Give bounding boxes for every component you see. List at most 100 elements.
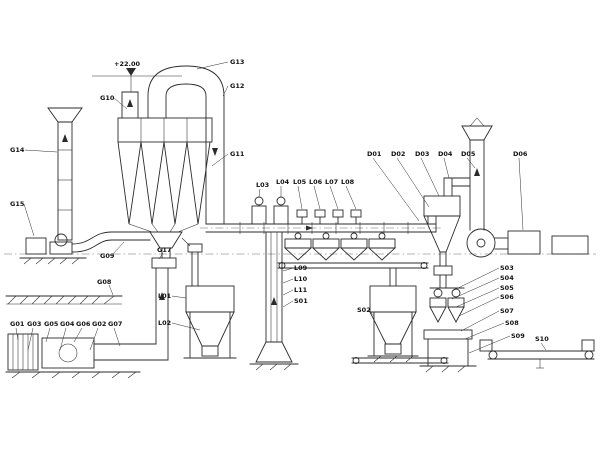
flow-arrow-up: [159, 292, 165, 300]
leader-line-G08: [108, 284, 114, 296]
leader-line-L07: [329, 185, 339, 210]
equipment-label-G03: G03: [27, 320, 41, 328]
equipment-label-L03: L03: [256, 181, 269, 189]
leader-line-L01: [171, 295, 187, 299]
bottom-right-conveyor: [479, 339, 595, 369]
leader-line-D01: [372, 157, 420, 222]
leader-line-S01: [282, 300, 294, 308]
inlet-duct: [121, 91, 139, 119]
leader-line-D06: [518, 157, 524, 231]
equipment-label-G02: G02: [92, 320, 106, 328]
flow-arrow-down: [212, 148, 218, 156]
exhaust-fan: [466, 228, 509, 258]
storage-hopper-right: [367, 285, 419, 363]
leader-line-G03: [27, 327, 34, 351]
equipment-label-S10: S10: [535, 335, 549, 343]
equipment-label-G14: G14: [10, 146, 25, 154]
equipment-label-S09: S09: [511, 332, 525, 340]
leader-line-S08: [464, 322, 505, 340]
leader-line-S05: [455, 287, 500, 308]
dryer-duct: [205, 222, 437, 234]
leader-line-G12: [222, 85, 229, 97]
id-fan-unit: [19, 233, 87, 265]
leader-line-L11: [282, 289, 294, 296]
leader-line-L02: [171, 322, 201, 331]
rotary-valve: [433, 265, 453, 276]
recirculation-duct: [147, 65, 225, 225]
cyclone-outlet-duct: [443, 177, 471, 197]
equipment-label-D06: D06: [513, 150, 528, 158]
equipment-label-G15: G15: [10, 200, 25, 208]
equipment-label-L10: L10: [294, 275, 308, 283]
equipment-label-G09: G09: [100, 252, 115, 260]
leader-line-L03: [258, 188, 261, 198]
leader-line-D05: [466, 157, 476, 169]
bagging-station: [419, 274, 477, 373]
equipment-label-G06: G06: [76, 320, 91, 328]
equipment-label-G10: G10: [100, 94, 115, 102]
dust-collector-hopper: [149, 231, 183, 249]
hopper-downspout: [389, 267, 397, 287]
leader-line-G15: [23, 203, 35, 237]
equipment-label-G05: G05: [44, 320, 59, 328]
equipment-label-L09: L09: [294, 264, 308, 272]
equipment-label-S01: S01: [294, 297, 308, 305]
equipment-label-G01: G01: [10, 320, 25, 328]
leader-line-L05: [297, 185, 303, 210]
flow-arrow-up: [271, 297, 277, 305]
flow-arrow-up: [62, 134, 68, 142]
leader-line-G14: [24, 149, 58, 153]
leader-line-G06: [73, 327, 83, 343]
equipment-label-S07: S07: [500, 307, 514, 315]
leader-line-G11: [211, 153, 229, 167]
leader-line-D02: [396, 157, 430, 208]
equipment-label-G17: G17: [157, 246, 171, 254]
leader-line-G09: [112, 241, 125, 255]
leader-line-S03: [451, 267, 500, 292]
equipment-label-G13: G13: [230, 58, 244, 66]
equipment-label-D02: D02: [391, 150, 405, 158]
equipment-label-S04: S04: [500, 274, 514, 282]
leader-line-L06: [313, 185, 321, 210]
feed-spouts: [296, 209, 362, 225]
equipment-label-D01: D01: [367, 150, 382, 158]
equipment-label-L04: L04: [276, 178, 290, 186]
equipment-label-L11: L11: [294, 286, 308, 294]
equipment-label-S05: S05: [500, 284, 514, 292]
equipment-label-L06: L06: [309, 178, 323, 186]
leader-line-S09: [468, 335, 511, 354]
equipment-label-L05: L05: [293, 178, 307, 186]
bottom-middle-conveyor: [351, 357, 449, 364]
multicyclone: [117, 117, 213, 249]
equipment-label-G08: G08: [97, 278, 112, 286]
leader-line-S07: [460, 310, 500, 332]
equipment-label-L01: L01: [158, 292, 172, 300]
combustion-chamber: [41, 337, 95, 369]
leader-line-G10: [113, 97, 128, 110]
product-cyclone: [423, 195, 461, 276]
suction-duct: [71, 231, 151, 253]
exhaust-stack: [461, 117, 493, 231]
leader-line-G17: [158, 252, 164, 260]
collector-discharge: [151, 247, 177, 361]
leader-line-S10: [540, 342, 547, 351]
leader-line-L10: [282, 278, 294, 284]
leader-line-G07: [113, 327, 121, 347]
equipment-label-S06: S06: [500, 293, 514, 301]
equipment-label-L08: L08: [341, 178, 355, 186]
equipment-label-G07: G07: [108, 320, 122, 328]
equipment-label-G12: G12: [230, 82, 244, 90]
equipment-label-D03: D03: [415, 150, 429, 158]
equipment-label-S03: S03: [500, 264, 514, 272]
equipment-label-L07: L07: [325, 178, 338, 186]
leader-line-G13: [196, 61, 229, 70]
discharge-cone-units: [283, 232, 397, 261]
leader-line-G02: [89, 327, 99, 351]
leader-line-S06: [458, 296, 500, 317]
equipment-label-G11: G11: [230, 150, 245, 158]
leader-line-D03: [420, 157, 440, 197]
leader-line-G04: [59, 327, 67, 351]
